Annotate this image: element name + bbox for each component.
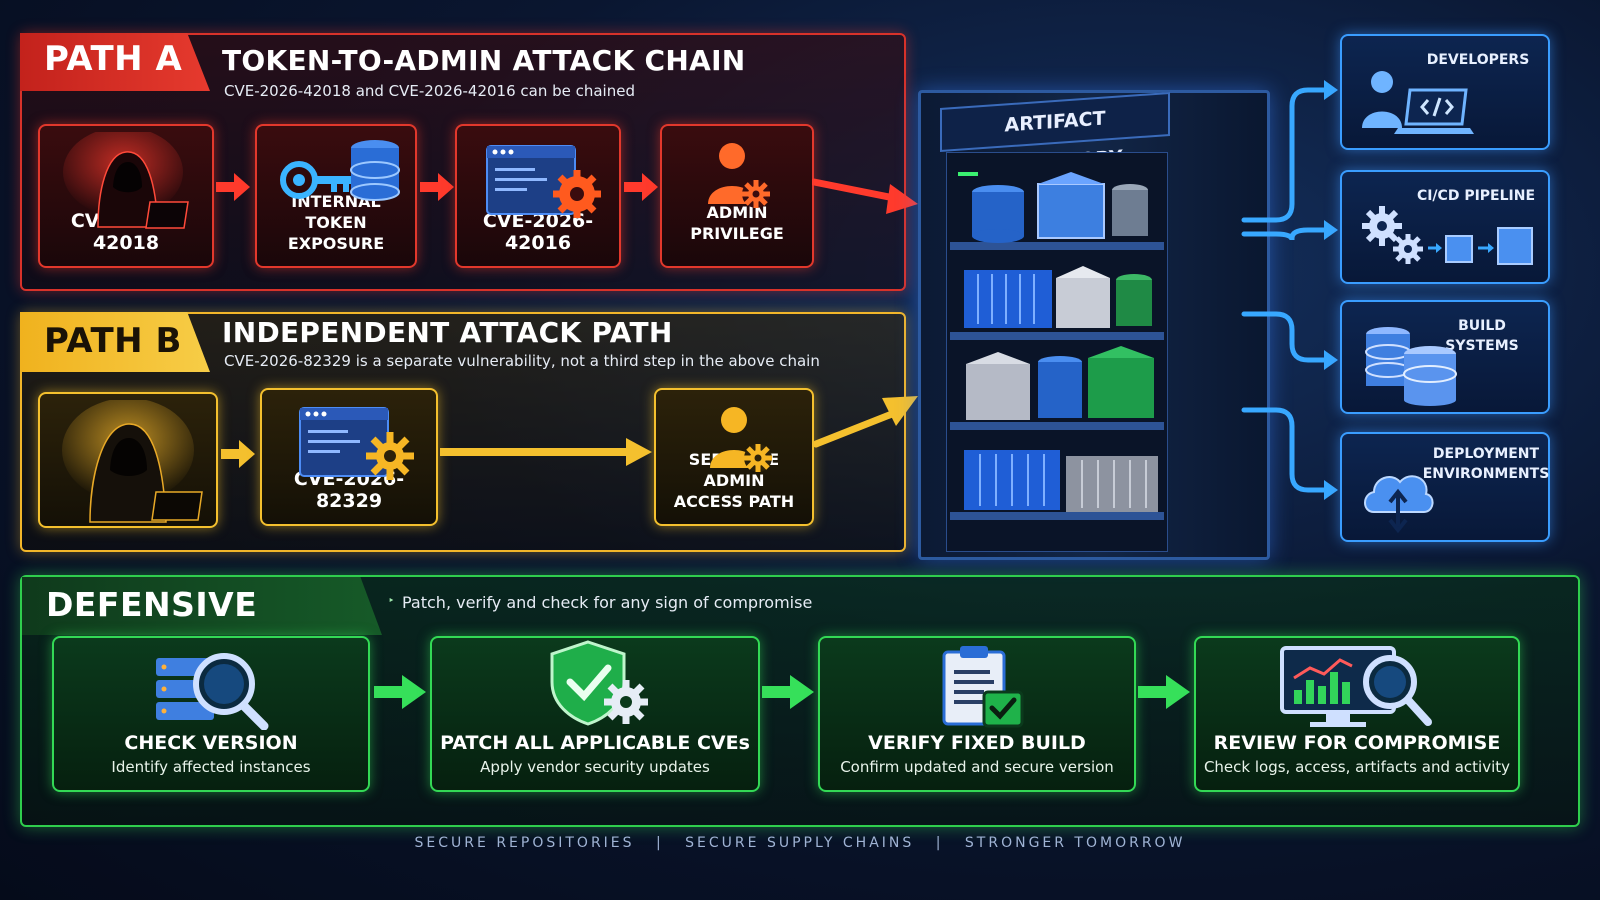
arrow-right-icon	[762, 675, 814, 709]
path-a-step-cve-42018: CVE-2026-42018	[38, 124, 214, 268]
consumer-label: BUILD SYSTEMS	[1445, 318, 1519, 354]
consumer-build-systems: BUILD SYSTEMS	[1340, 300, 1550, 414]
defense-step-title: VERIFY FIXED BUILD	[868, 732, 1086, 754]
footer-item: SECURE SUPPLY CHAINS	[685, 835, 915, 851]
key-database-icon	[280, 140, 400, 201]
defense-step-title: PATCH ALL APPLICABLE CVEs	[440, 732, 750, 754]
token-line2: TOKEN EXPOSURE	[287, 213, 385, 253]
defensive-response-tag: DEFENSIVE RESPONSE	[22, 577, 382, 635]
path-a-subtitle: CVE-2026-42018 and CVE-2026-42016 can be…	[224, 82, 635, 100]
defense-step-title: REVIEW FOR COMPROMISE	[1213, 732, 1501, 754]
arrow-right-icon	[221, 440, 255, 468]
arrow-right-icon	[420, 173, 454, 201]
arrow-right-icon	[1138, 675, 1190, 709]
long-arrow-right-icon	[440, 438, 652, 466]
gears-pipeline-icon	[1362, 206, 1533, 265]
hooded-hacker-icon	[63, 132, 189, 229]
defense-step-desc: Confirm updated and secure version	[840, 758, 1114, 776]
arrow-right-icon	[216, 173, 250, 201]
cloud-deploy-icon	[1364, 475, 1434, 534]
database-search-icon	[156, 653, 269, 730]
footer-item: SECURE REPOSITORIES	[414, 835, 635, 851]
developer-laptop-icon	[1362, 71, 1474, 134]
arrow-to-repository-icon	[812, 178, 918, 214]
consumer-label: DEVELOPERS	[1426, 52, 1530, 68]
path-a-tag: PATH A	[20, 33, 210, 91]
server-rack-icon	[946, 152, 1168, 552]
monitor-search-icon	[1280, 646, 1432, 727]
deploy-line2: ENVIRONMENTS	[1422, 466, 1550, 482]
footer-item: STRONGER TOMORROW	[964, 835, 1186, 851]
consumer-label: CI/CD PIPELINE	[1416, 188, 1536, 204]
consumer-developers: DEVELOPERS	[1340, 34, 1550, 150]
footer-separator: |	[935, 835, 944, 851]
admin-user-gear-icon	[710, 407, 772, 472]
path-b-step-cve-82329: CVE-2026-82329	[260, 388, 438, 526]
distribution-connectors	[1241, 80, 1338, 500]
browser-gear-icon	[299, 407, 414, 480]
clipboard-check-icon	[942, 646, 1024, 728]
defense-step-patch-cves: PATCH ALL APPLICABLE CVEs Apply vendor s…	[430, 636, 760, 792]
defense-step-desc: Identify affected instances	[111, 758, 311, 776]
path-b-title: INDEPENDENT ATTACK PATH	[222, 316, 673, 349]
arrow-to-repository-icon	[812, 396, 918, 448]
separate-line2: ACCESS PATH	[673, 492, 795, 511]
defensive-response-subtitle: Patch, verify and check for any sign of …	[402, 593, 813, 612]
hooded-hacker-icon	[62, 400, 203, 523]
footer: SECURE REPOSITORIES | SECURE SUPPLY CHAI…	[0, 835, 1600, 851]
path-a-step-label: CVE-2026-42016	[482, 210, 594, 254]
arrow-right-icon	[624, 173, 658, 201]
bullet-icon: ‣	[388, 594, 395, 607]
deploy-line1: DEPLOYMENT	[1432, 446, 1540, 462]
consumer-cicd-pipeline: CI/CD PIPELINE	[1340, 170, 1550, 284]
path-a-step-cve-42016: CVE-2026-42016	[455, 124, 621, 268]
arrow-right-icon	[374, 675, 426, 709]
path-b-tag: PATH B	[20, 312, 210, 372]
path-a-step-admin-privilege: ADMIN PRIVILEGE	[660, 124, 814, 268]
browser-gear-icon	[486, 145, 601, 218]
defense-step-desc: Apply vendor security updates	[480, 758, 710, 776]
footer-separator: |	[656, 835, 664, 851]
path-a-step-label: ADMIN PRIVILEGE	[690, 203, 784, 243]
path-a-title: TOKEN-TO-ADMIN ATTACK CHAIN	[222, 44, 746, 77]
defense-step-review-compromise: REVIEW FOR COMPROMISE Check logs, access…	[1194, 636, 1520, 792]
path-b-step-attacker	[38, 392, 218, 528]
database-stack-icon	[1365, 327, 1457, 406]
defense-step-check-version: CHECK VERSION Identify affected instance…	[52, 636, 370, 792]
defense-step-desc: Check logs, access, artifacts and activi…	[1203, 758, 1511, 776]
admin-user-gear-icon	[708, 143, 770, 208]
path-b-subtitle: CVE-2026-82329 is a separate vulnerabili…	[224, 352, 820, 370]
shield-check-gear-icon	[550, 640, 648, 726]
consumer-deployment-environments: DEPLOYMENT ENVIRONMENTS	[1340, 432, 1550, 542]
defense-step-title: CHECK VERSION	[124, 732, 298, 754]
defense-step-verify-build: VERIFY FIXED BUILD Confirm updated and s…	[818, 636, 1136, 792]
